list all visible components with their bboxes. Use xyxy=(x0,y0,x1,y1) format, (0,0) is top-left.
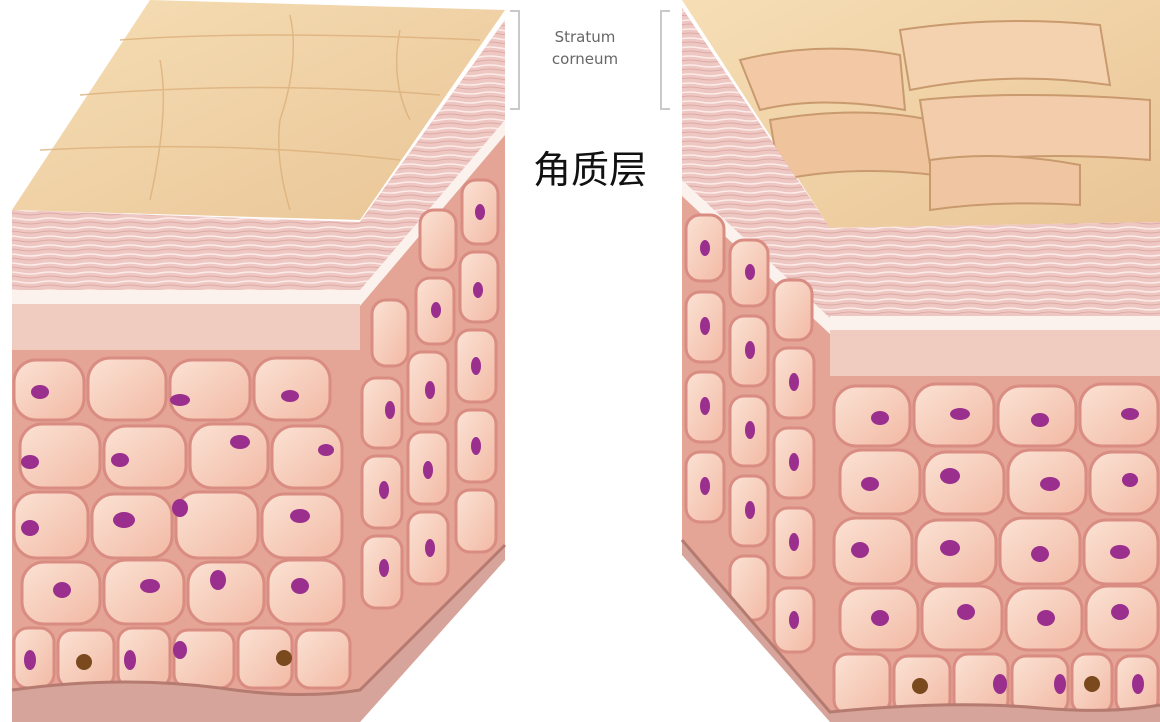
layer-bracket-left xyxy=(510,10,520,110)
stratum-corneum-label: Stratum corneum xyxy=(520,26,650,70)
label-line-1: Stratum xyxy=(520,26,650,48)
stratum-corneum-chinese-label: 角质层 xyxy=(515,148,665,192)
epidermis-cells-front xyxy=(14,358,350,688)
healthy-skin-block xyxy=(12,0,510,722)
dry-skin-block xyxy=(682,0,1160,722)
layer-bracket-right xyxy=(660,10,670,110)
label-line-2: corneum xyxy=(520,48,650,70)
